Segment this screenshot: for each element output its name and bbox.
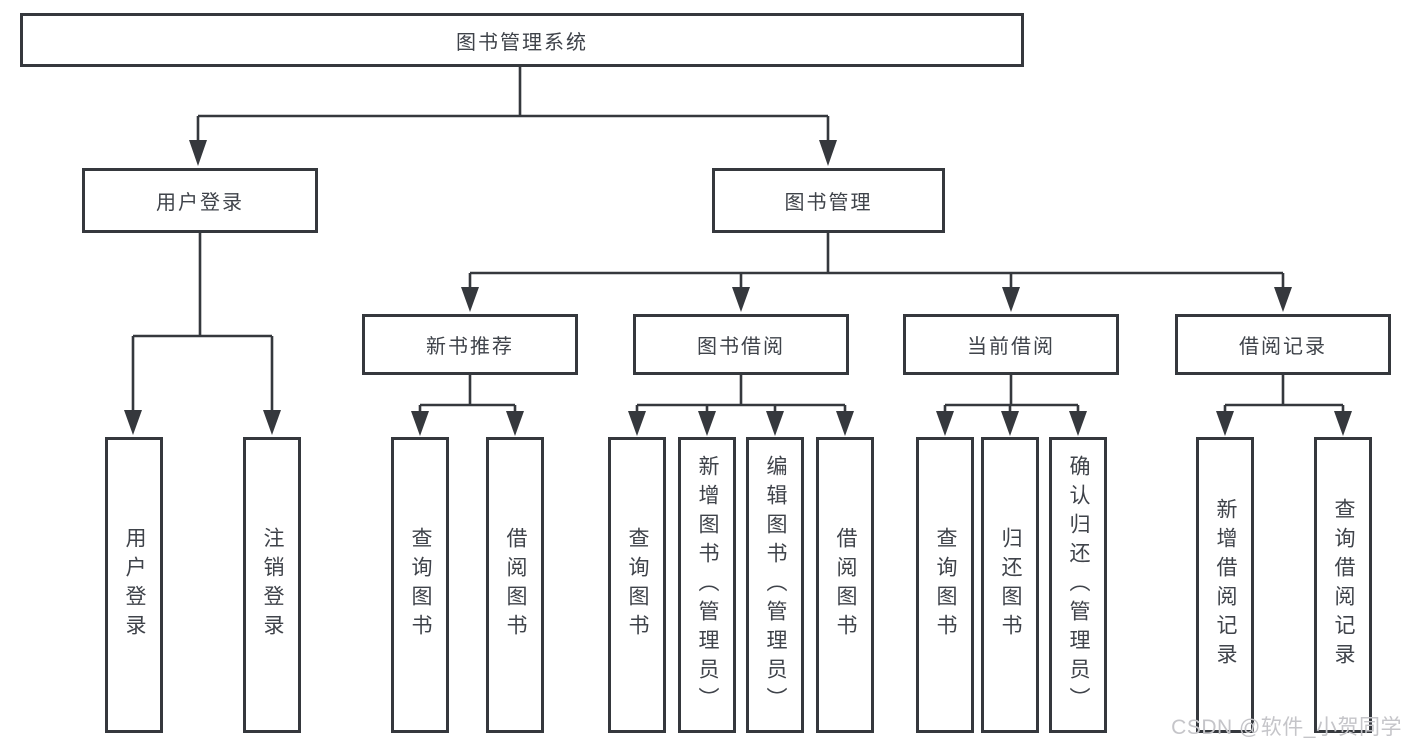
leaf-label: 借阅图书 [834,527,858,643]
leaf-query-books-current: 查询图书 [916,437,974,733]
arrowhead [732,287,750,312]
arrowhead [506,411,524,436]
leaf-label: 查询图书 [626,527,650,643]
leaf-user-login: 用户登录 [105,437,163,733]
leaf-borrow-books-borrowing: 借阅图书 [816,437,874,733]
leaf-label: 归还图书 [999,527,1023,643]
leaf-logout-login: 注销登录 [243,437,301,733]
leaf-add-borrow-record: 新增借阅记录 [1196,437,1254,733]
leaf-label: 查询借阅记录 [1332,498,1356,672]
connector-new-book-recommend-branch [418,375,517,412]
node-book-management: 图书管理 [712,168,945,233]
leaf-label: 查询图书 [409,527,433,643]
arrowhead [1274,287,1292,312]
arrowhead [461,287,479,312]
arrowhead [836,411,854,436]
arrowhead [1334,411,1352,436]
connector-book-management-branch [468,233,1285,288]
arrowhead [819,140,837,166]
arrowhead [766,411,784,436]
connector-current-borrowing-branch [943,375,1080,412]
leaf-label: 查询图书 [934,527,958,643]
leaf-label: 借阅图书 [504,527,528,643]
connector-user-login-branch [131,233,274,411]
node-borrowing-records: 借阅记录 [1175,314,1391,375]
node-library-management-system: 图书管理系统 [20,13,1024,67]
arrowhead [1069,411,1087,436]
node-new-book-recommend: 新书推荐 [362,314,578,375]
arrowhead [936,411,954,436]
arrowhead [628,411,646,436]
leaf-return-books: 归还图书 [981,437,1039,733]
arrowhead [263,410,281,435]
arrowhead [1001,411,1019,436]
leaf-label: 用户登录 [123,527,147,643]
connector-book-borrowing-branch [635,375,847,412]
leaf-add-books-admin: 新增图书（管理员） [678,437,736,733]
leaf-label: 新增借阅记录 [1214,498,1238,672]
leaf-label: 注销登录 [261,527,285,643]
arrowhead [124,410,142,435]
node-current-borrowing: 当前借阅 [903,314,1119,375]
connector-root-to-level2 [196,67,830,141]
arrowhead [698,411,716,436]
leaf-query-books-borrowing: 查询图书 [608,437,666,733]
leaf-confirm-return-admin: 确认归还（管理员） [1049,437,1107,733]
arrowhead [189,140,207,166]
leaf-edit-books-admin: 编辑图书（管理员） [746,437,804,733]
node-user-login: 用户登录 [82,168,318,233]
csdn-watermark: CSDN @软件_小贺同学 [1171,716,1402,739]
leaf-query-borrow-record: 查询借阅记录 [1314,437,1372,733]
connector-borrowing-records-branch [1223,375,1345,412]
leaf-query-books-recommend: 查询图书 [391,437,449,733]
leaf-borrow-books-recommend: 借阅图书 [486,437,544,733]
arrowhead [1002,287,1020,312]
node-book-borrowing: 图书借阅 [633,314,849,375]
leaf-label: 编辑图书（管理员） [764,454,788,716]
leaf-label: 新增图书（管理员） [696,454,720,716]
arrowhead [411,411,429,436]
arrowhead [1216,411,1234,436]
leaf-label: 确认归还（管理员） [1067,454,1091,716]
